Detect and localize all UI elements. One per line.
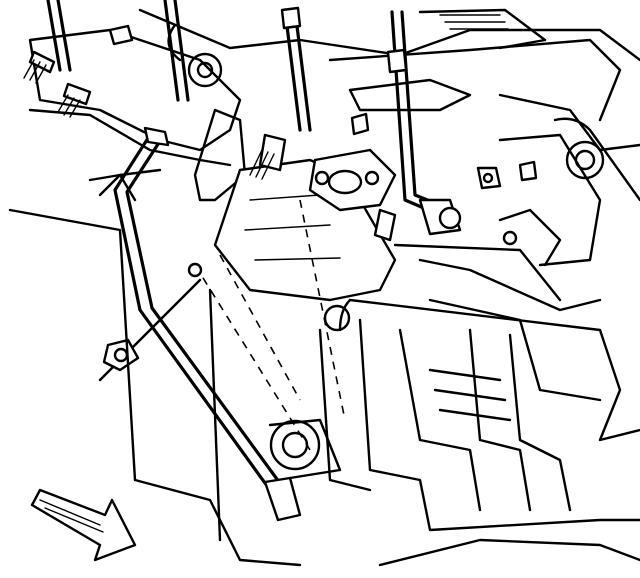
spark-plug-wires: [46, 0, 462, 236]
manifold-bolts: [23, 24, 502, 190]
dipstick-tube: [113, 126, 302, 522]
mounting-nut: [98, 278, 202, 382]
oil-pan: [8, 173, 640, 567]
engine-block-right: [498, 133, 605, 267]
front-direction-arrow-icon: [30, 488, 137, 562]
alignment-dashed-lines: [194, 199, 346, 451]
mounting-bracket: [213, 133, 397, 302]
drain-plug: [268, 418, 342, 480]
